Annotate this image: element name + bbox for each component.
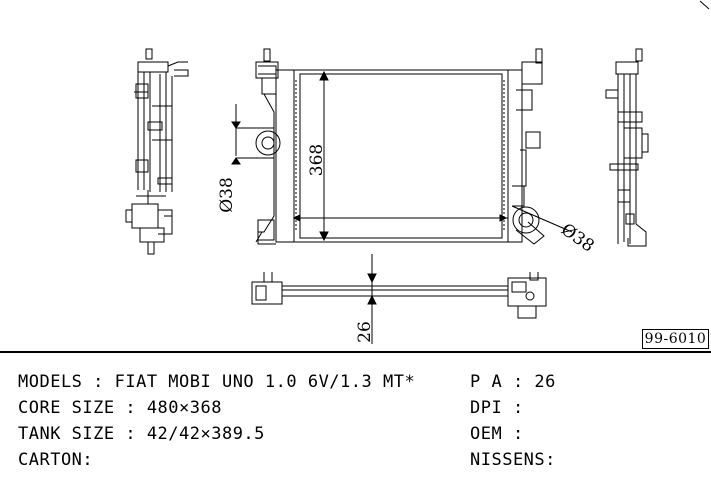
spec-models: MODELS : FIAT MOBI UNO 1.0 6V/1.3 MT* [18, 372, 416, 392]
inlet-diameter-label: Ø38 [217, 177, 237, 213]
tank-depth-label: 26 [355, 321, 375, 343]
radiator-technical-drawing: 368 Ø38 Ø38 26 [125, 0, 710, 344]
outlet-diameter-label: Ø38 [557, 220, 598, 257]
left-side-view [125, 48, 189, 255]
spec-dpi: DPI : [470, 398, 524, 418]
spec-oem: OEM : [470, 424, 524, 444]
spec-carton: CARTON: [18, 450, 94, 470]
core-height-label: 368 [307, 144, 327, 176]
corner-mark [699, 0, 710, 10]
part-number-box: 99-6010 [642, 329, 709, 349]
bottom-view [251, 254, 547, 344]
spec-tank-size: TANK SIZE : 42/42×389.5 [18, 424, 265, 444]
divider-line [0, 351, 711, 353]
right-side-view [605, 48, 649, 247]
spec-nissens: NISSENS: [470, 450, 556, 470]
spec-pa: P A : 26 [470, 372, 556, 392]
front-view [231, 48, 573, 245]
spec-core-size: CORE SIZE : 480×368 [18, 398, 222, 418]
